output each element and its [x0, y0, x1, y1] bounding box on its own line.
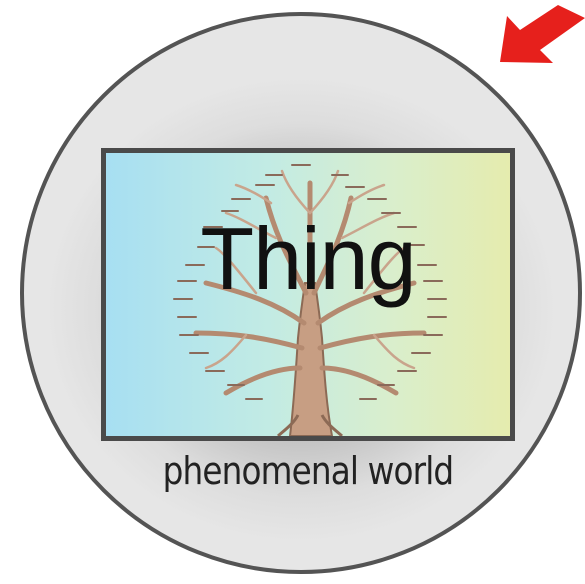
- phenomenal-world-caption: phenomenal world: [130, 452, 486, 490]
- thing-title: Thing: [106, 215, 510, 303]
- thing-panel: Thing: [101, 148, 515, 441]
